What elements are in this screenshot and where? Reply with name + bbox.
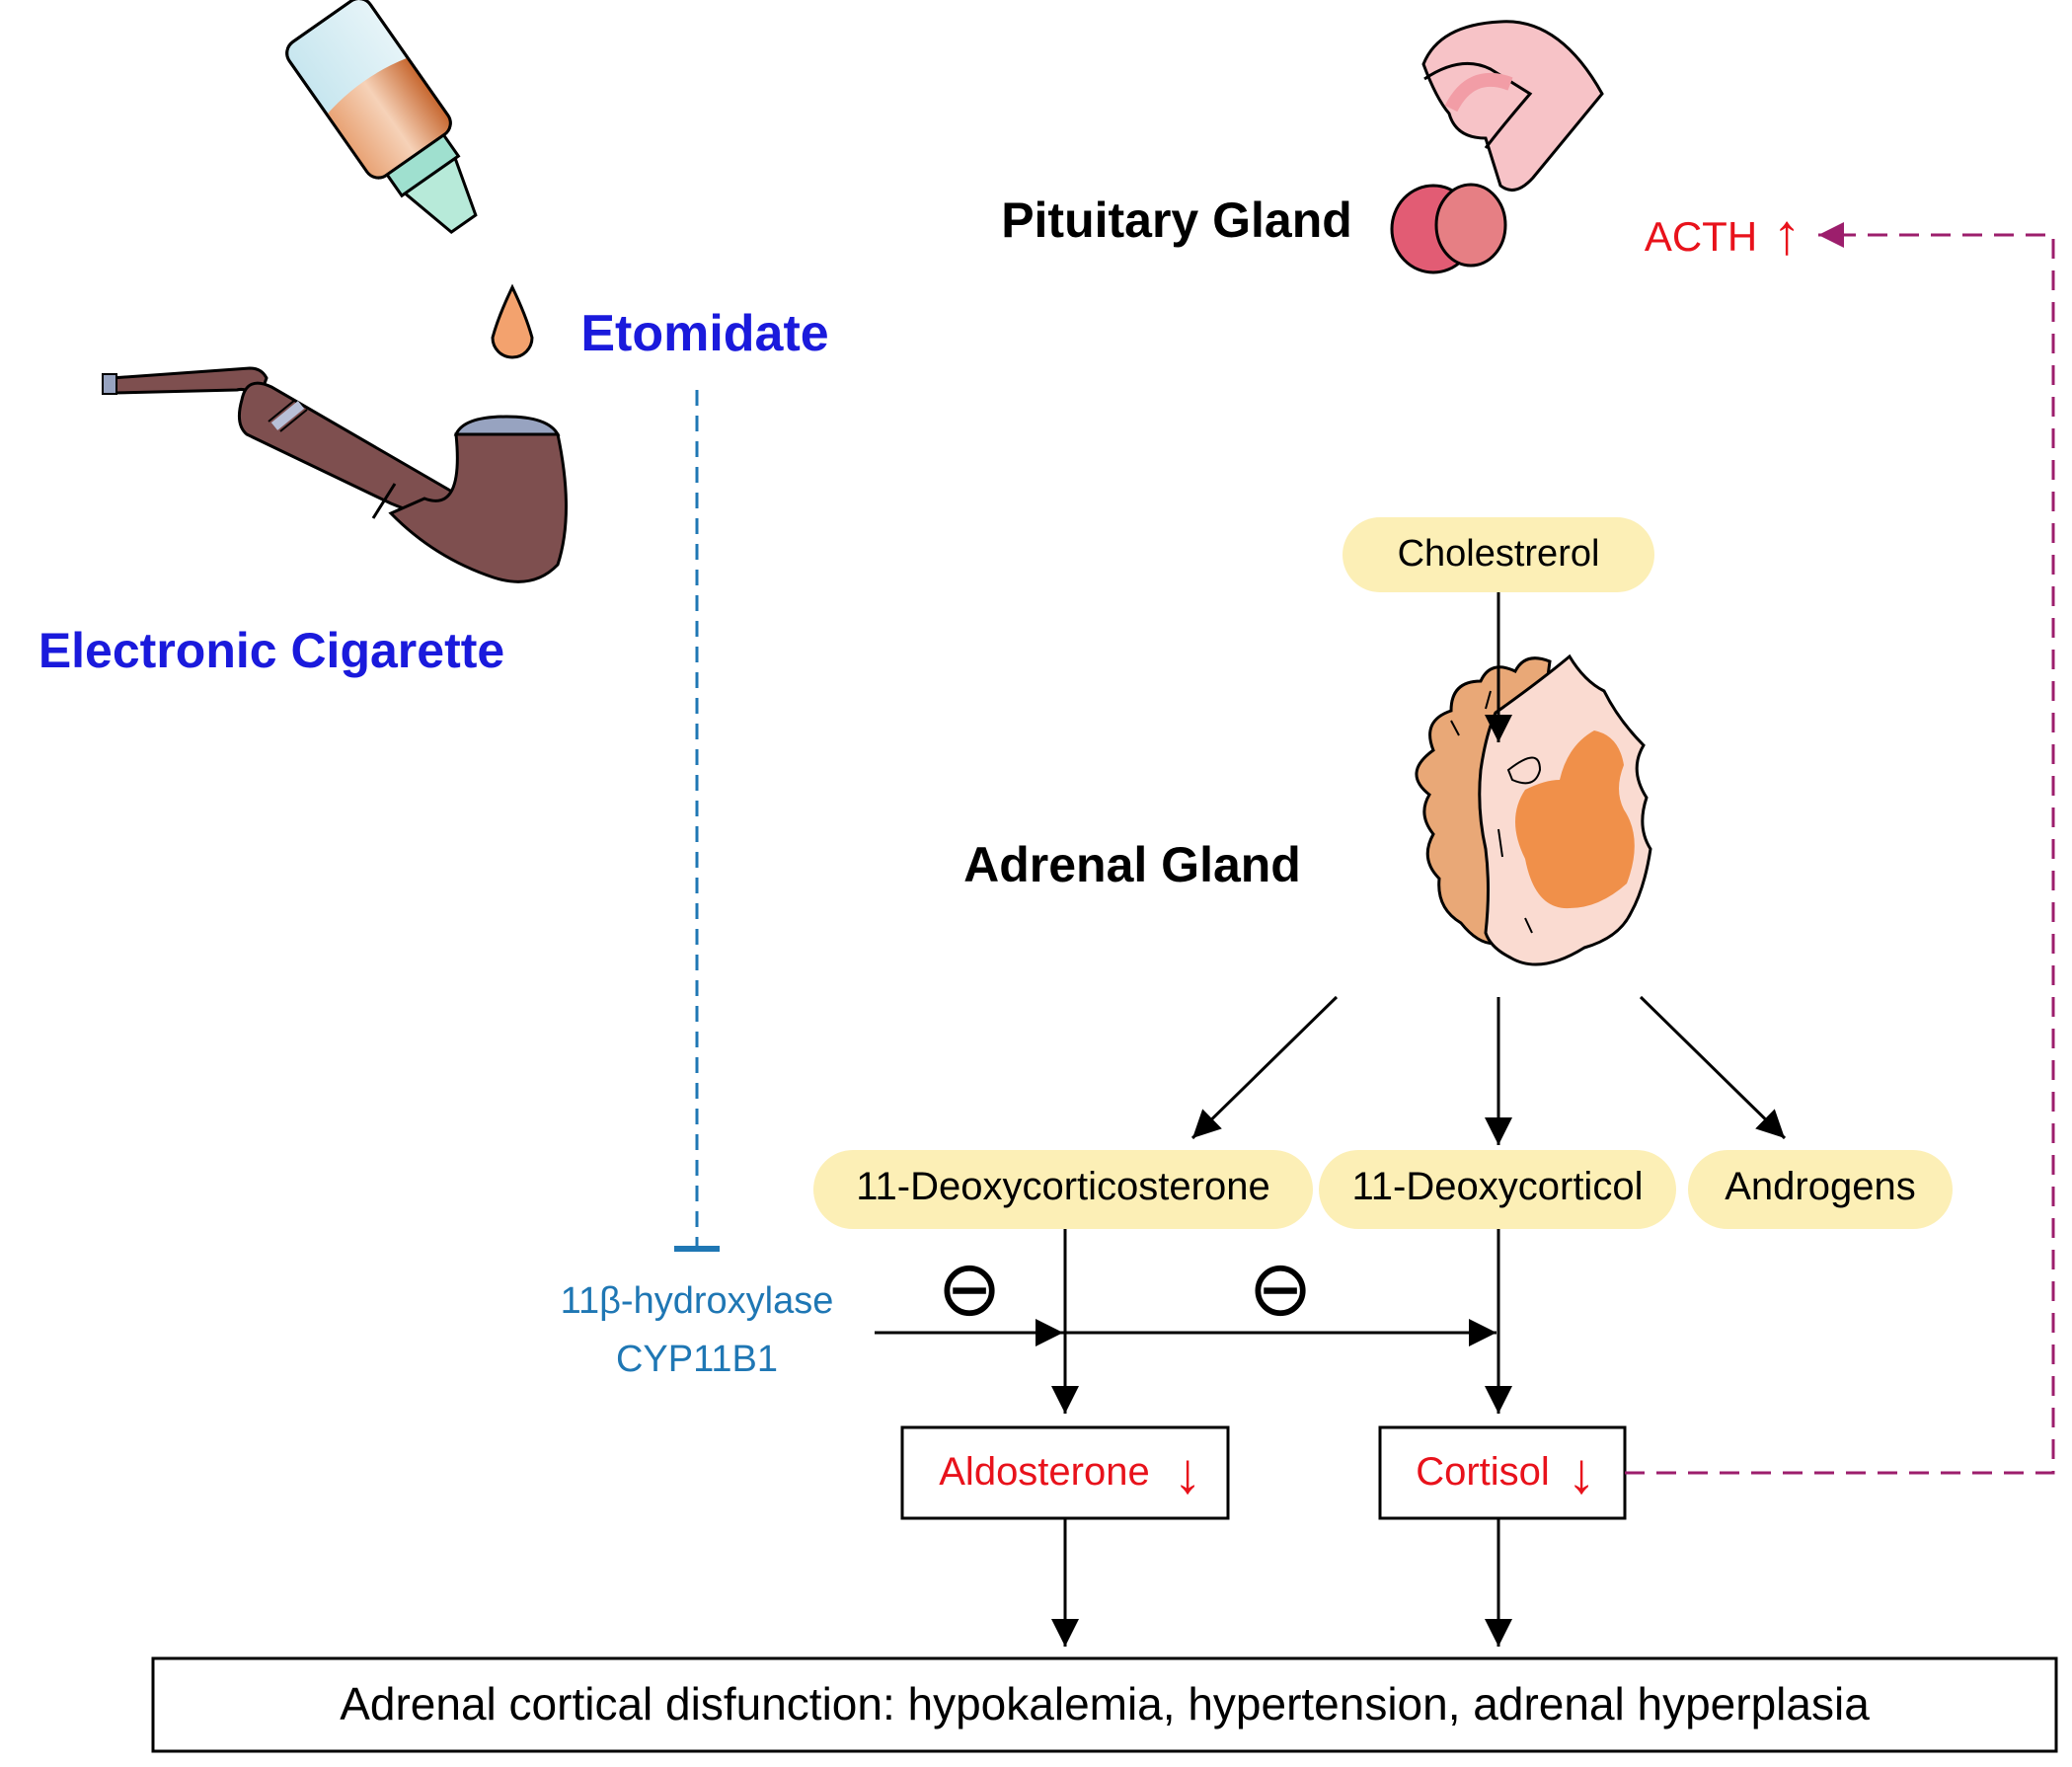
acth-up-arrow-icon: ↑ [1773,202,1802,267]
pituitary-gland-icon [1390,20,1604,274]
cortisol-down-arrow-icon: ↓ [1568,1441,1596,1505]
deoxycorticosterone-node [813,1150,1313,1229]
aldosterone-down-arrow-icon: ↓ [1174,1441,1202,1505]
androgens-node [1688,1150,1953,1229]
cortisol-box [1378,1425,1627,1520]
pituitary-gland-label: Pituitary Gland [1001,192,1352,248]
androgens-label: Androgens [1725,1165,1915,1208]
outcome-label: Adrenal cortical disfunction: hypokalemi… [340,1678,1870,1729]
etomidate-label: Etomidate [580,305,828,362]
adrenal-gland-icon [1415,653,1652,966]
acth-label: ACTH [1645,213,1757,260]
adrenal-to-deoxycorticosterone-arrow [1190,995,1339,1140]
deoxycorticol-node [1319,1150,1676,1229]
inhibition-symbol-cortisol: ⊖ [1248,1245,1312,1332]
pipe-icon [102,366,568,583]
inhibition-symbol-aldosterone: ⊖ [937,1245,1001,1332]
aldosterone-box [900,1425,1230,1520]
deoxycorticosterone-label: 11-Deoxycorticosterone [856,1165,1269,1208]
cholesterol-label: Cholestrerol [1398,533,1600,575]
drop-icon [491,283,534,359]
adrenal-gland-label: Adrenal Gland [963,837,1301,892]
outcome-box [151,1656,2058,1753]
aldosterone-label: Aldosterone [939,1450,1149,1494]
electronic-cigarette-label: Electronic Cigarette [38,623,504,678]
cortisol-label: Cortisol [1416,1450,1550,1494]
enzyme-gene-label: CYP11B1 [616,1339,778,1380]
adrenal-to-androgens-arrow [1639,995,1787,1140]
cortisol-feedback-to-acth-arrow [1625,222,2055,1475]
enzyme-name-label: 11β-hydroxylase [561,1280,834,1322]
deoxycorticol-label: 11-Deoxycorticol [1352,1165,1644,1208]
dropper-bottle-icon [285,0,478,234]
cholesterol-node [1343,517,1654,592]
